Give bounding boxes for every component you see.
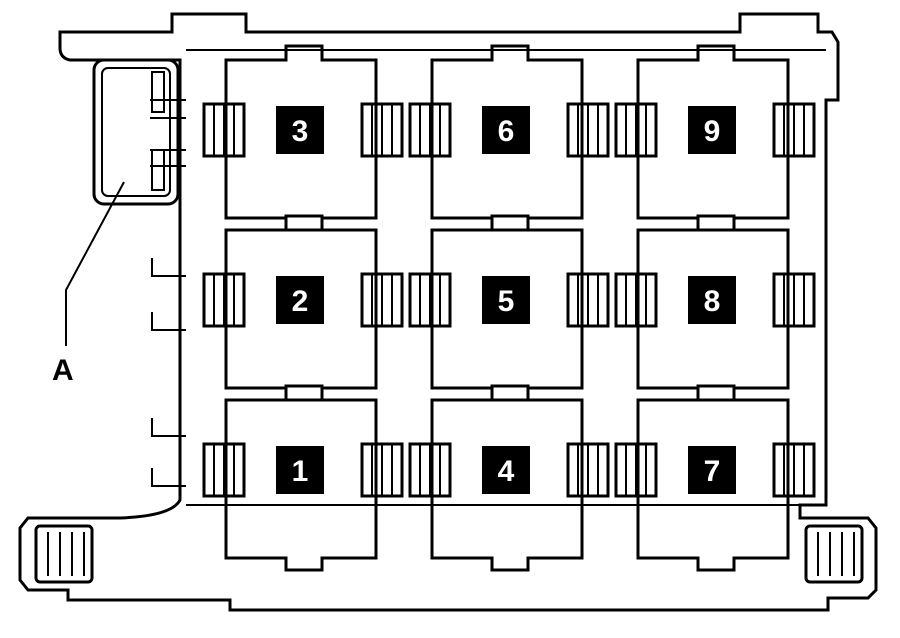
relay-slot: 9	[614, 44, 816, 232]
socket-outline	[636, 384, 790, 572]
pin-block-right	[772, 442, 816, 498]
pin-block-right	[772, 272, 816, 328]
housing-outline	[18, 12, 878, 612]
relay-slot: 8	[614, 214, 816, 402]
callout-a: A	[52, 181, 125, 387]
pin-block-right	[360, 442, 404, 498]
pin-block-right	[566, 442, 610, 498]
pin-block-left	[408, 442, 452, 498]
slot-number: 1	[292, 455, 309, 488]
slot-number: 2	[292, 285, 309, 318]
pin-block-right	[772, 102, 816, 158]
side-connector	[92, 58, 186, 206]
pin-block-left	[614, 272, 658, 328]
slot-number-badge	[482, 446, 530, 494]
slot-number-badge	[276, 446, 324, 494]
relay-slot: 5	[408, 214, 610, 402]
slot-number-badge	[482, 106, 530, 154]
housing-inner-edge	[186, 49, 826, 506]
callout-label: A	[52, 354, 74, 387]
relay-slot: 7	[614, 384, 816, 572]
pin-block-left	[408, 102, 452, 158]
callout-leader-line	[65, 181, 125, 346]
relay-slot: 3	[202, 44, 404, 232]
slot-number: 3	[292, 115, 309, 148]
slot-number-badge	[276, 276, 324, 324]
pin-block-right	[360, 102, 404, 158]
slot-number-badge	[688, 276, 736, 324]
slot-number: 8	[704, 285, 721, 318]
socket-outline	[224, 384, 378, 572]
bottom-left-clip	[34, 524, 94, 584]
bottom-right-clip	[804, 524, 864, 584]
pin-block-left	[614, 442, 658, 498]
pin-block-right	[566, 272, 610, 328]
slot-number: 6	[498, 115, 515, 148]
slot-number-badge	[688, 106, 736, 154]
relay-slot: 1	[202, 384, 404, 572]
pin-block-right	[566, 102, 610, 158]
slot-number: 9	[704, 115, 721, 148]
relay-slot-grid: 3 6 9 2 5 8 1 4 7	[202, 44, 816, 572]
pin-block-left	[202, 102, 246, 158]
pin-block-right	[360, 272, 404, 328]
slot-number-badge	[688, 446, 736, 494]
pin-block-left	[202, 442, 246, 498]
slot-number: 4	[498, 455, 515, 488]
slot-number: 5	[498, 285, 515, 318]
pin-block-left	[614, 102, 658, 158]
left-latches	[151, 258, 186, 487]
slot-number-badge	[276, 106, 324, 154]
relay-slot: 4	[408, 384, 610, 572]
pin-block-left	[408, 272, 452, 328]
slot-number-badge	[482, 276, 530, 324]
relay-slot: 2	[202, 214, 404, 402]
relay-slot: 6	[408, 44, 610, 232]
pin-block-left	[202, 272, 246, 328]
socket-outline	[430, 384, 584, 572]
slot-number: 7	[704, 455, 721, 488]
